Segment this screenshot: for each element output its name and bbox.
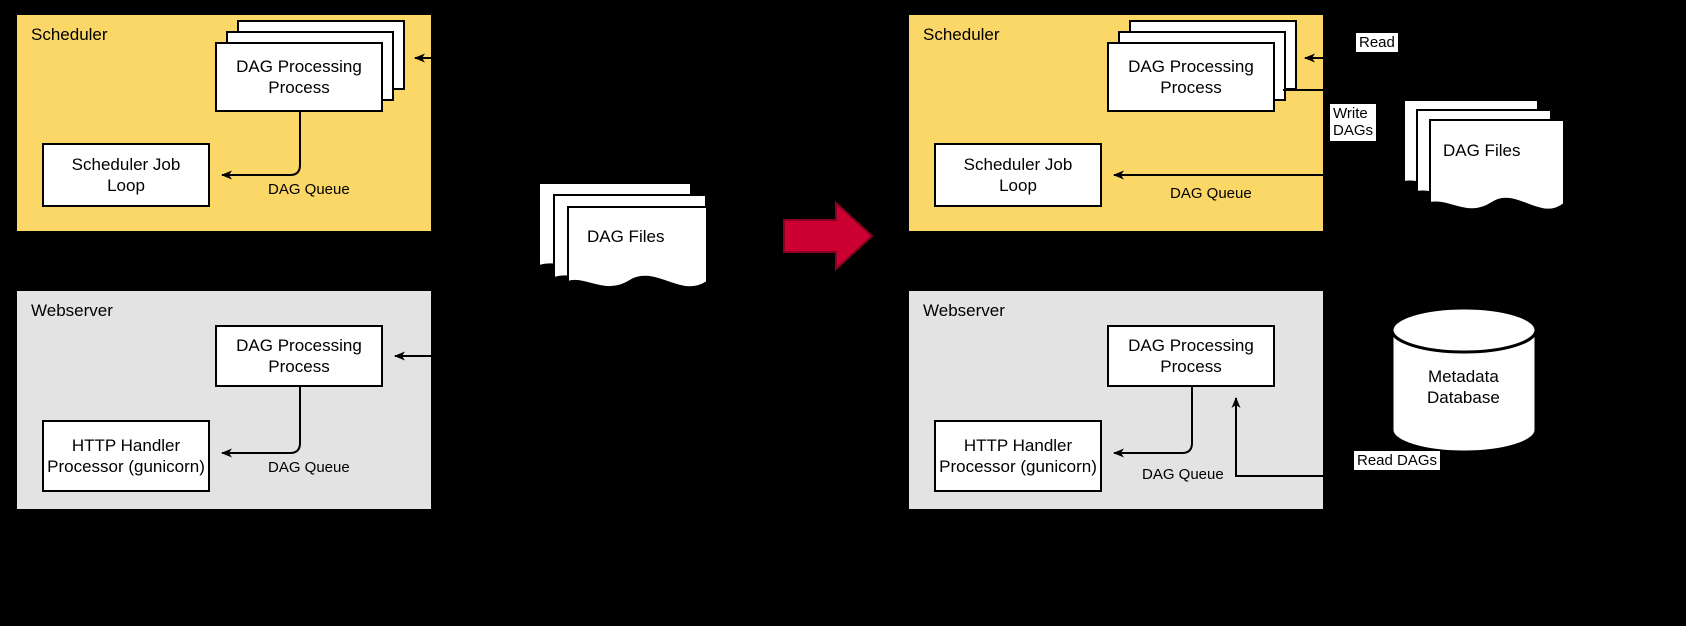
left-scheduler-dag-queue-label: DAG Queue [268,181,350,198]
right-dag-files-sheet-front [1429,119,1565,211]
database-cylinder-top [1390,306,1538,354]
right-scheduler-dag-queue-label: DAG Queue [1170,185,1252,202]
center-dag-files-label: DAG Files [587,227,665,246]
right-scheduler-title: Scheduler [923,25,1000,44]
right-arrow-icon [783,200,874,272]
right-webserver-title: Webserver [923,301,1005,320]
left-webserver-dag-queue-label: DAG Queue [268,459,350,476]
right-read-dags-label: Read DAGs [1354,451,1441,471]
left-webserver-title: Webserver [31,301,113,320]
right-read-label: Read [1356,33,1398,53]
left-scheduler-title: Scheduler [31,25,108,44]
right-dag-files-label: DAG Files [1443,141,1521,160]
right-webserver-dag-queue-label: DAG Queue [1142,466,1224,483]
center-dag-files-sheet-front [567,206,708,289]
